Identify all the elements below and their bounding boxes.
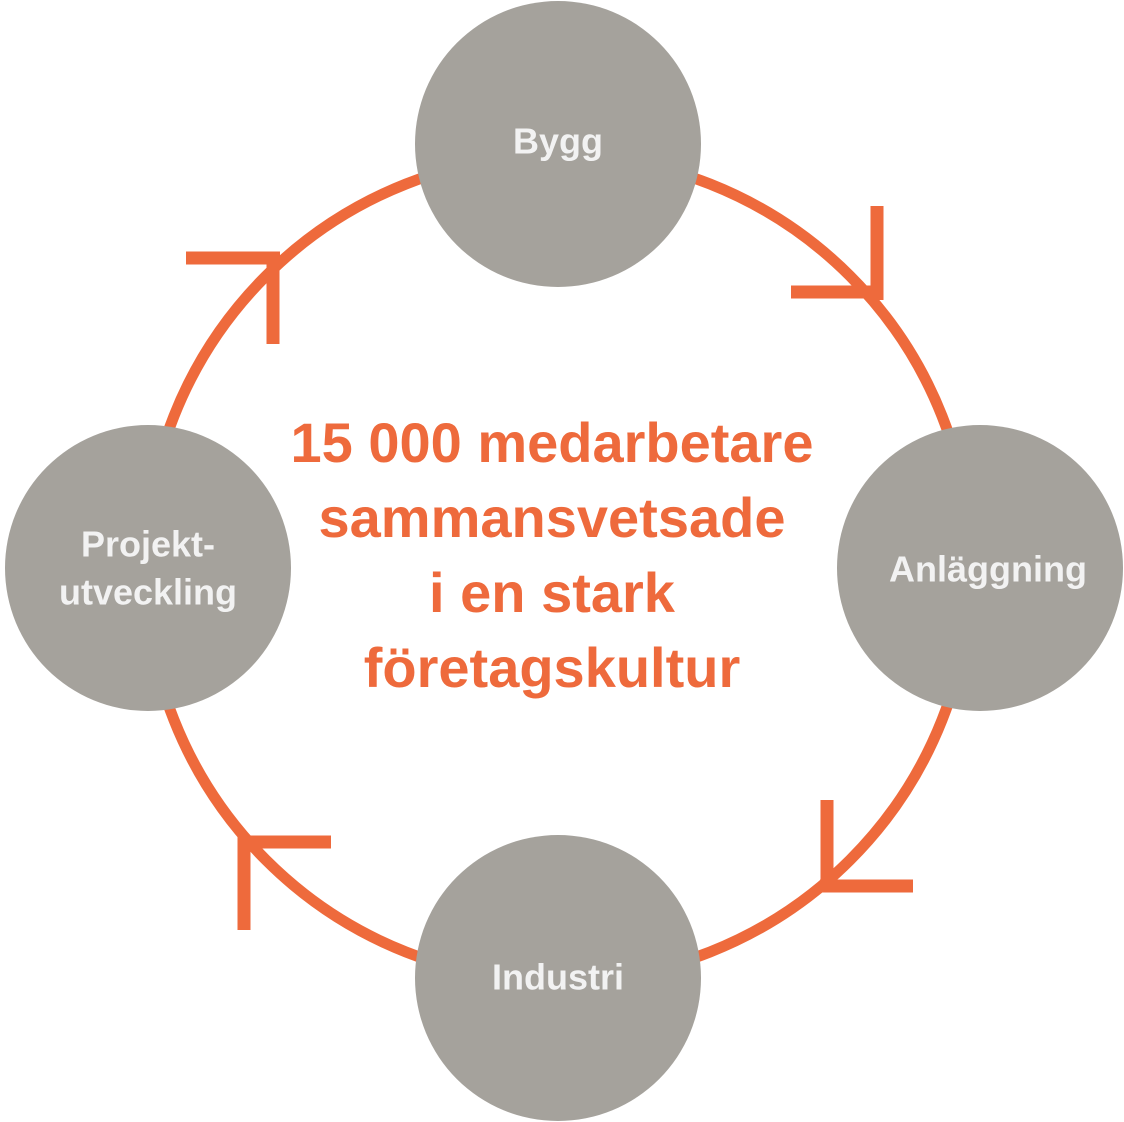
node-label-right: Anläggning: [889, 549, 1087, 590]
center-text-line-1: 15 000 medarbetare: [290, 411, 813, 474]
node-bygg: [415, 1, 701, 287]
node-industri: [415, 835, 701, 1121]
node-projektutveckling: [5, 425, 291, 711]
center-text-line-3: i en stark: [429, 561, 676, 624]
node-label-left-line2: utveckling: [59, 572, 237, 613]
node-label-left-line1: Projekt-: [81, 524, 215, 565]
node-label-top: Bygg: [513, 121, 603, 162]
node-anlaggning: [837, 425, 1123, 711]
arrow-top-left-icon: [186, 251, 280, 344]
arrow-bottom-right-icon: [820, 800, 913, 893]
center-text-line-4: företagskultur: [364, 636, 741, 699]
arrow-top-right-icon: [791, 206, 884, 300]
node-label-bottom: Industri: [492, 957, 624, 998]
center-text-line-2: sammansvetsade: [319, 486, 786, 549]
arrow-bottom-left-icon: [237, 835, 331, 930]
